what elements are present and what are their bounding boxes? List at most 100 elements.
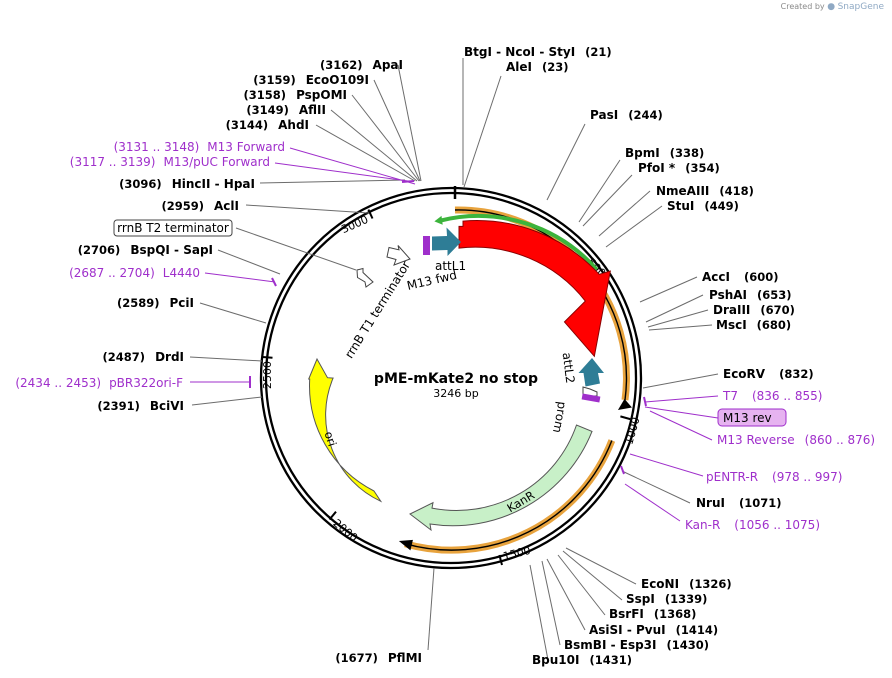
enzyme-hpai: HpaI [224,177,255,191]
enzyme-hincii-sep: - [210,177,223,191]
backbone-inner-circle [264,191,638,565]
enzyme-pflmi: PflMI [388,651,422,665]
label-ahdi: (3144)AhdI [226,118,309,132]
leader-ahdi [315,124,416,182]
enzyme-aflii-pos: (3149) [246,103,289,117]
feature-label-rrnb-t2: rrnB T2 terminator [117,221,229,235]
feature-label-rrnb-t1: rrnB T1 terminator [342,259,413,361]
enzyme-sapi: SapI [183,243,213,257]
enzyme-bsrfi: BsrFI [609,607,644,621]
primer-l4440-name: L4440 [163,266,200,280]
primer-m13-puc-forward-range: (3117 .. 3139) [70,155,156,169]
enzyme-asisi-pos: (1414) [676,623,719,637]
enzyme-msci-pos: (680) [757,318,792,332]
tick-label-3000: 3000 [339,213,370,236]
primer-leader-m13-rev [644,406,719,419]
orf-band-lower [404,439,616,554]
enzyme-styi: StyI [549,45,576,59]
enzyme-bsrfi-pos: (1368) [654,607,697,621]
leader-pspomi [351,94,420,182]
label-btgi-group: BtgI - NcoI - StyI(21) [464,45,612,59]
enzyme-esp3i: Esp3I [620,638,657,652]
orf-band-upper-arrow-icon [617,398,632,410]
label-bsrfi: BsrFI (1368) [609,607,696,621]
primer-leader-t7 [644,395,719,403]
label-alei: AleI(23) [506,60,569,74]
rrnb-t1-terminator-arrow [386,245,411,266]
plasmid-name: pME-mKate2 no stop [374,371,538,387]
label-sspi: SspI (1339) [626,592,707,606]
enzyme-alei-pos: (23) [542,60,569,74]
feature-label-m13-fwd: M13 fwd [406,268,459,293]
leader-bpu10i [529,564,549,661]
created-by-text: Created by [780,2,825,11]
ori-arrow [308,357,383,503]
primer-kan-r-name: Kan-R [685,518,720,532]
leader-rrnb-t2 [235,227,357,271]
enzyme-ecorv-pos: (832) [779,367,814,381]
enzyme-acii-pos: (2959) [161,199,204,213]
snapgene-logo-icon: ● [827,2,836,12]
primer-m13-forward-range: (3131 .. 3148) [114,140,200,154]
label-apai: (3162)ApaI [320,58,403,72]
enzyme-ecorv: EcoRV [723,367,766,381]
enzyme-pshai: PshAI [709,288,747,302]
label-hincii-group: (3096)HincII - HpaI [119,177,255,191]
enzyme-pfoi-pos: (354) [685,161,720,175]
enzyme-ahdi-pos: (3144) [226,118,269,132]
primer-m13-reverse-range: (860 .. 876) [805,433,875,447]
primer-leader-kan-r [624,483,681,522]
orf-band-lower-line [404,440,613,551]
label-pfoi: PfoI *(354) [638,161,720,175]
tick-mark-2000 [328,511,337,521]
enzyme-sspi-pos: (1339) [665,592,708,606]
label-stui: StuI(449) [667,199,739,213]
enzyme-acci-pos: (600) [744,270,779,284]
enzyme-stui-pos: (449) [704,199,739,213]
plasmid-size: 3246 bp [433,387,478,400]
primer-kan-r-range: (1056 .. 1075) [734,518,820,532]
primer-t7-name: T7 [722,389,738,403]
enzyme-nmeaiii: NmeAIII [656,184,709,198]
enzyme-ecoo109i-pos: (3159) [253,73,296,87]
enzyme-sspi: SspI [626,592,655,606]
label-pasi: PasI(244) [590,108,663,122]
enzyme-pshai-pos: (653) [757,288,792,302]
enzyme-asisi: AsiSI [589,623,623,637]
leader-bsrfi [557,554,606,616]
m13-fwd-site-marker [423,236,430,255]
primer-leader-m13-reverse [649,410,713,441]
label-pflmi: (1677)PflMI [335,651,422,665]
label-pspomi: (3158)PspOMI [244,88,347,102]
backbone [259,186,643,570]
label-bsmbi-group: BsmBI - Esp3I(1430) [564,638,709,652]
leader-asisi [546,558,586,631]
label-ecorv: EcoRV (832) [723,367,814,381]
tick-mark-2500 [262,356,273,359]
enzyme-bpu10i-pos: (1431) [589,653,632,667]
enzyme-bspqi: BspQI [130,243,170,257]
kanr-arrow [409,424,593,532]
enzyme-apai-pos: (3162) [320,58,363,72]
rrnb-t2-terminator-arrow [356,267,374,288]
primer-m13-forward-name: M13 Forward [207,140,285,154]
label-msci: MscI(680) [716,318,791,332]
tick-label-1500: 1500 [502,544,532,563]
label-bpmi: BpmI(338) [625,146,704,160]
leader-econi [565,547,637,585]
backbone-outer-circle [259,186,643,570]
tick-label-2500: 2500 [261,361,274,389]
snapgene-credit: Created by ● SnapGene [781,2,884,12]
enzyme-pcii-pos: (2589) [117,296,160,310]
leader-pasi [546,123,586,201]
primer-mark-t7 [643,396,647,407]
leader-hincii [259,179,406,184]
enzyme-bpmi-pos: (338) [670,146,705,160]
green-orf-line [439,214,599,271]
mkate2-arrow [458,220,611,358]
enzyme-drdi-pos: (2487) [103,350,146,364]
tick-label-1000: 1000 [622,416,642,446]
tick-mark-3000 [367,209,374,219]
enzyme-pasi-pos: (244) [628,108,663,122]
rrnb-t2-badge [113,219,233,237]
